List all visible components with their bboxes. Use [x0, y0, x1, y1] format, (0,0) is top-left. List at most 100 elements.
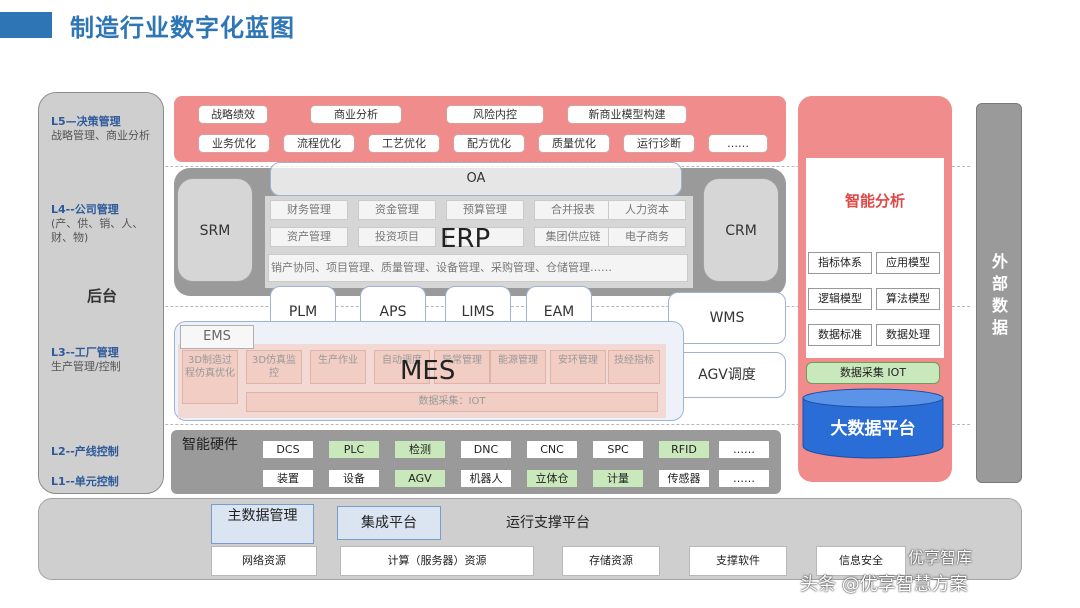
mes-label: MES: [400, 356, 456, 386]
erp-module: 资金管理: [358, 200, 436, 220]
level-l2-code: L2--产线控制: [51, 445, 119, 458]
l5-item: 质量优化: [538, 134, 610, 153]
l5-item: 风险内控: [446, 105, 544, 124]
external-char: 据: [991, 318, 1008, 337]
erp-label: ERP: [440, 224, 491, 254]
hardware-item: 检测: [394, 440, 446, 459]
mes-module: 安环管理: [550, 350, 606, 384]
erp-module: 集团供应链: [534, 227, 612, 247]
l5-item: 战略绩效: [198, 105, 268, 124]
l5-item: 流程优化: [283, 134, 355, 153]
analytics-item: 数据处理: [876, 324, 940, 346]
level-separator: [40, 424, 970, 425]
hardware-item: 装置: [262, 469, 314, 488]
external-char: 数: [991, 296, 1008, 315]
srm-block: SRM: [177, 178, 253, 282]
external-char: 外: [991, 252, 1008, 271]
erp-module: 电子商务: [608, 227, 686, 247]
l5-item: 新商业模型构建: [567, 105, 687, 124]
analytics-item: 指标体系: [808, 252, 872, 274]
hardware-item: 机器人: [460, 469, 512, 488]
analytics-item: 应用模型: [876, 252, 940, 274]
level-column: L5—决策管理 战略管理、商业分析 L4--公司管理 (产、供、销、人、财、物)…: [38, 92, 164, 494]
mes-module: 3D制造过程仿真优化: [182, 350, 238, 404]
external-data-column: 外 部 数 据: [976, 103, 1022, 483]
analytics-data-collection: 数据采集 IOT: [806, 362, 940, 384]
mes-module: 生产作业: [310, 350, 366, 384]
hardware-item: 传感器: [658, 469, 710, 488]
erp-module: 资产管理: [270, 227, 348, 247]
hardware-item: ……: [718, 440, 770, 459]
level-l2: L2--产线控制: [51, 445, 119, 459]
level-l5-code: L5—决策管理: [51, 115, 121, 128]
erp-module: [446, 227, 524, 247]
hardware-item: AGV: [394, 469, 446, 488]
mes-module: 异常管理: [434, 350, 490, 384]
bigdata-label: 大数据平台: [830, 419, 916, 439]
decision-band: 战略绩效 商业分析 风险内控 新商业模型构建 业务优化 流程优化 工艺优化 配方…: [174, 96, 786, 162]
watermark-account: 头条 @优享智慧方案: [800, 574, 968, 595]
backend-label: 后台: [86, 287, 117, 305]
master-data-block: 主数据管理: [211, 504, 314, 544]
level-l1: L1--单元控制: [51, 475, 119, 489]
level-l5-desc: 战略管理、商业分析: [51, 129, 150, 142]
hardware-item: RFID: [658, 440, 710, 459]
mes-module: 能源管理: [490, 350, 546, 384]
analytics-item: 逻辑模型: [808, 288, 872, 310]
resource-item: 存储资源: [562, 546, 660, 576]
hardware-item: CNC: [526, 440, 578, 459]
erp-module: 预算管理: [446, 200, 524, 220]
hardware-item: ……: [718, 469, 770, 488]
mes-module: 自动调度: [374, 350, 430, 384]
erp-module: 合并报表: [534, 200, 612, 220]
mes-data-collection: 数据采集：IOT: [246, 392, 658, 412]
mes-module: 技经指标: [608, 350, 660, 384]
l5-item: ……: [708, 134, 768, 153]
resource-item: 支撑软件: [689, 546, 787, 576]
crm-block: CRM: [703, 178, 779, 282]
l5-item: 配方优化: [453, 134, 525, 153]
page-title: 制造行业数字化蓝图: [70, 14, 295, 42]
wms-block: WMS: [668, 292, 786, 344]
hardware-item: 设备: [328, 469, 380, 488]
level-l3-code: L3--工厂管理: [51, 346, 119, 359]
hardware-item: DCS: [262, 440, 314, 459]
level-l3: L3--工厂管理 生产管理/控制: [51, 346, 121, 374]
ems-block: EMS: [180, 325, 254, 349]
level-l4-code: L4--公司管理: [51, 203, 119, 216]
external-char: 部: [991, 274, 1008, 293]
erp-module: 投资项目: [358, 227, 436, 247]
l5-item: 运行诊断: [623, 134, 695, 153]
title-accent-bar: [0, 12, 52, 38]
hardware-item: 计量: [592, 469, 644, 488]
level-l4: L4--公司管理 (产、供、销、人、财、物): [51, 203, 155, 245]
bigdata-cylinder-icon: [802, 388, 944, 459]
hardware-item: 立体仓: [526, 469, 578, 488]
erp-module: 人力资本: [608, 200, 686, 220]
erp-module-list: 销产协同、项目管理、质量管理、设备管理、采购管理、仓储管理……: [268, 254, 688, 282]
analytics-item: 数据标准: [808, 324, 872, 346]
level-l5: L5—决策管理 战略管理、商业分析: [51, 115, 155, 143]
integration-platform-block: 集成平台: [337, 506, 441, 540]
hardware-item: PLC: [328, 440, 380, 459]
erp-module: 财务管理: [270, 200, 348, 220]
resource-item: 计算（服务器）资源: [340, 546, 534, 576]
hardware-item: DNC: [460, 440, 512, 459]
agv-dispatch-block: AGV调度: [668, 352, 786, 398]
resource-item: 网络资源: [211, 546, 317, 576]
level-l1-code: L1--单元控制: [51, 475, 119, 488]
level-l4-desc: (产、供、销、人、财、物): [51, 217, 144, 244]
hardware-label: 智能硬件: [182, 437, 238, 453]
mes-module: 3D仿真监控: [246, 350, 302, 384]
analytics-title: 智能分析: [844, 192, 905, 210]
runtime-platform-label: 运行支撑平台: [506, 515, 590, 531]
l5-item: 业务优化: [198, 134, 270, 153]
l5-item: 商业分析: [310, 105, 402, 124]
watermark-brand: 优享智库: [908, 548, 973, 567]
resource-item: 信息安全: [816, 546, 906, 576]
hardware-item: SPC: [592, 440, 644, 459]
analytics-item: 算法模型: [876, 288, 940, 310]
level-l3-desc: 生产管理/控制: [51, 360, 121, 373]
l5-item: 工艺优化: [368, 134, 440, 153]
oa-block: OA: [270, 162, 682, 196]
